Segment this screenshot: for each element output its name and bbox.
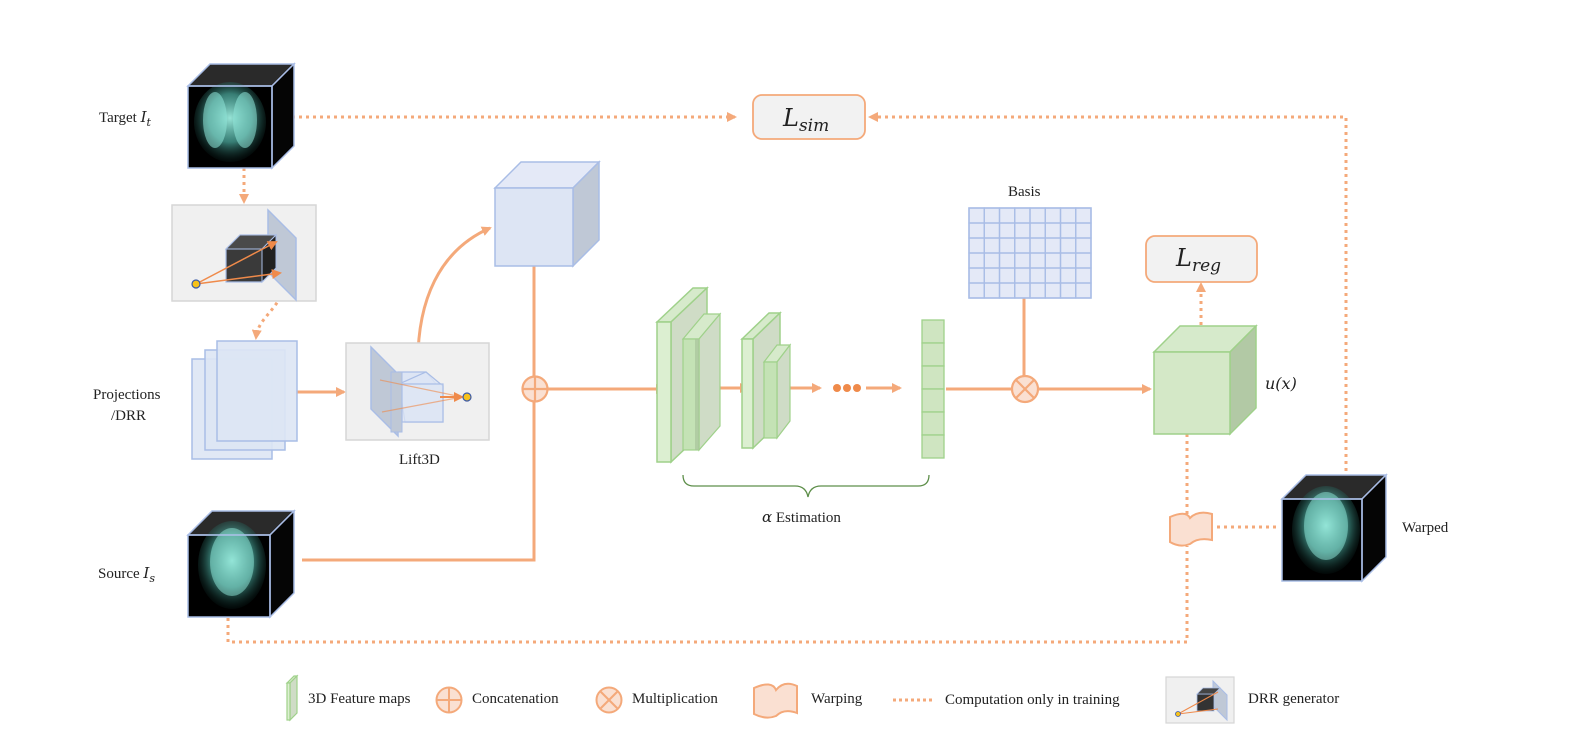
- feature-map-block-2: [740, 311, 792, 450]
- warped-label: Warped: [1402, 520, 1449, 536]
- displacement-field-cube: [1152, 324, 1258, 436]
- lifted-volume-cube: [493, 160, 601, 268]
- drr-generator: [171, 204, 317, 302]
- legend-label-feature-maps: 3D Feature maps: [308, 691, 411, 707]
- basis-grid-cell: [1075, 282, 1092, 299]
- xray-source-dot: [191, 279, 201, 289]
- lift3d-label: Lift3D: [399, 452, 440, 468]
- feature-map-icon: [285, 674, 299, 722]
- warping-node: [1169, 511, 1213, 547]
- multiplication-icon: [595, 686, 623, 714]
- projections-label-line2: /DRR: [111, 408, 146, 424]
- ellipsis-dots: [833, 384, 861, 392]
- lsim-loss-box: Lsim: [752, 94, 866, 140]
- ellipsis-dot: [833, 384, 841, 392]
- legend: 3D Feature maps Concatenation Multiplica…: [285, 674, 1339, 724]
- alpha-vector-cell: [921, 388, 945, 413]
- ellipsis-dot: [843, 384, 851, 392]
- concatenation-icon: [435, 686, 463, 714]
- alpha-vector-cell: [921, 411, 945, 436]
- projections-stack: [191, 340, 298, 460]
- legend-label-multiplication: Multiplication: [632, 691, 718, 707]
- target-volume: [186, 62, 296, 170]
- alpha-vector-cell: [921, 434, 945, 459]
- alpha-vector-cell: [921, 319, 945, 344]
- drr-generator-icon: [1165, 676, 1235, 724]
- alpha-vector-cell: [921, 365, 945, 390]
- alpha-vector: [921, 319, 945, 459]
- lsim-label: Lsim: [782, 104, 829, 136]
- warped-volume: [1280, 473, 1388, 583]
- legend-label-training-only: Computation only in training: [945, 692, 1120, 708]
- lreg-loss-box: Lreg: [1145, 235, 1258, 283]
- ellipsis-dot: [853, 384, 861, 392]
- multiplication-node: [1010, 374, 1040, 404]
- source-volume: [186, 509, 296, 619]
- source-to-concat-line: [302, 402, 536, 562]
- legend-label-warping: Warping: [811, 691, 863, 707]
- ux-label: u(x): [1265, 374, 1297, 393]
- lreg-label: Lreg: [1175, 244, 1221, 276]
- basis-grid: [968, 207, 1092, 299]
- basis-label: Basis: [1008, 184, 1041, 200]
- legend-label-drr-generator: DRR generator: [1248, 691, 1339, 707]
- target-label: Target It: [99, 108, 152, 129]
- lift3d-focal-dot: [462, 392, 472, 402]
- alpha-estimation-brace: [682, 474, 930, 498]
- lift3d-module: [345, 342, 490, 441]
- source-label: Source Is: [98, 564, 155, 585]
- source-to-warp-dotted: [226, 546, 1189, 644]
- feature-map-block-1: [655, 286, 722, 464]
- alpha-vector-cell: [921, 342, 945, 367]
- legend-label-concatenation: Concatenation: [472, 691, 559, 707]
- concatenation-node: [521, 375, 549, 403]
- projections-label-line1: Projections: [93, 387, 161, 403]
- warping-icon: [753, 682, 798, 719]
- alpha-estimation-label: α Estimation: [762, 508, 841, 526]
- drr-to-projections-dotted: [251, 289, 285, 340]
